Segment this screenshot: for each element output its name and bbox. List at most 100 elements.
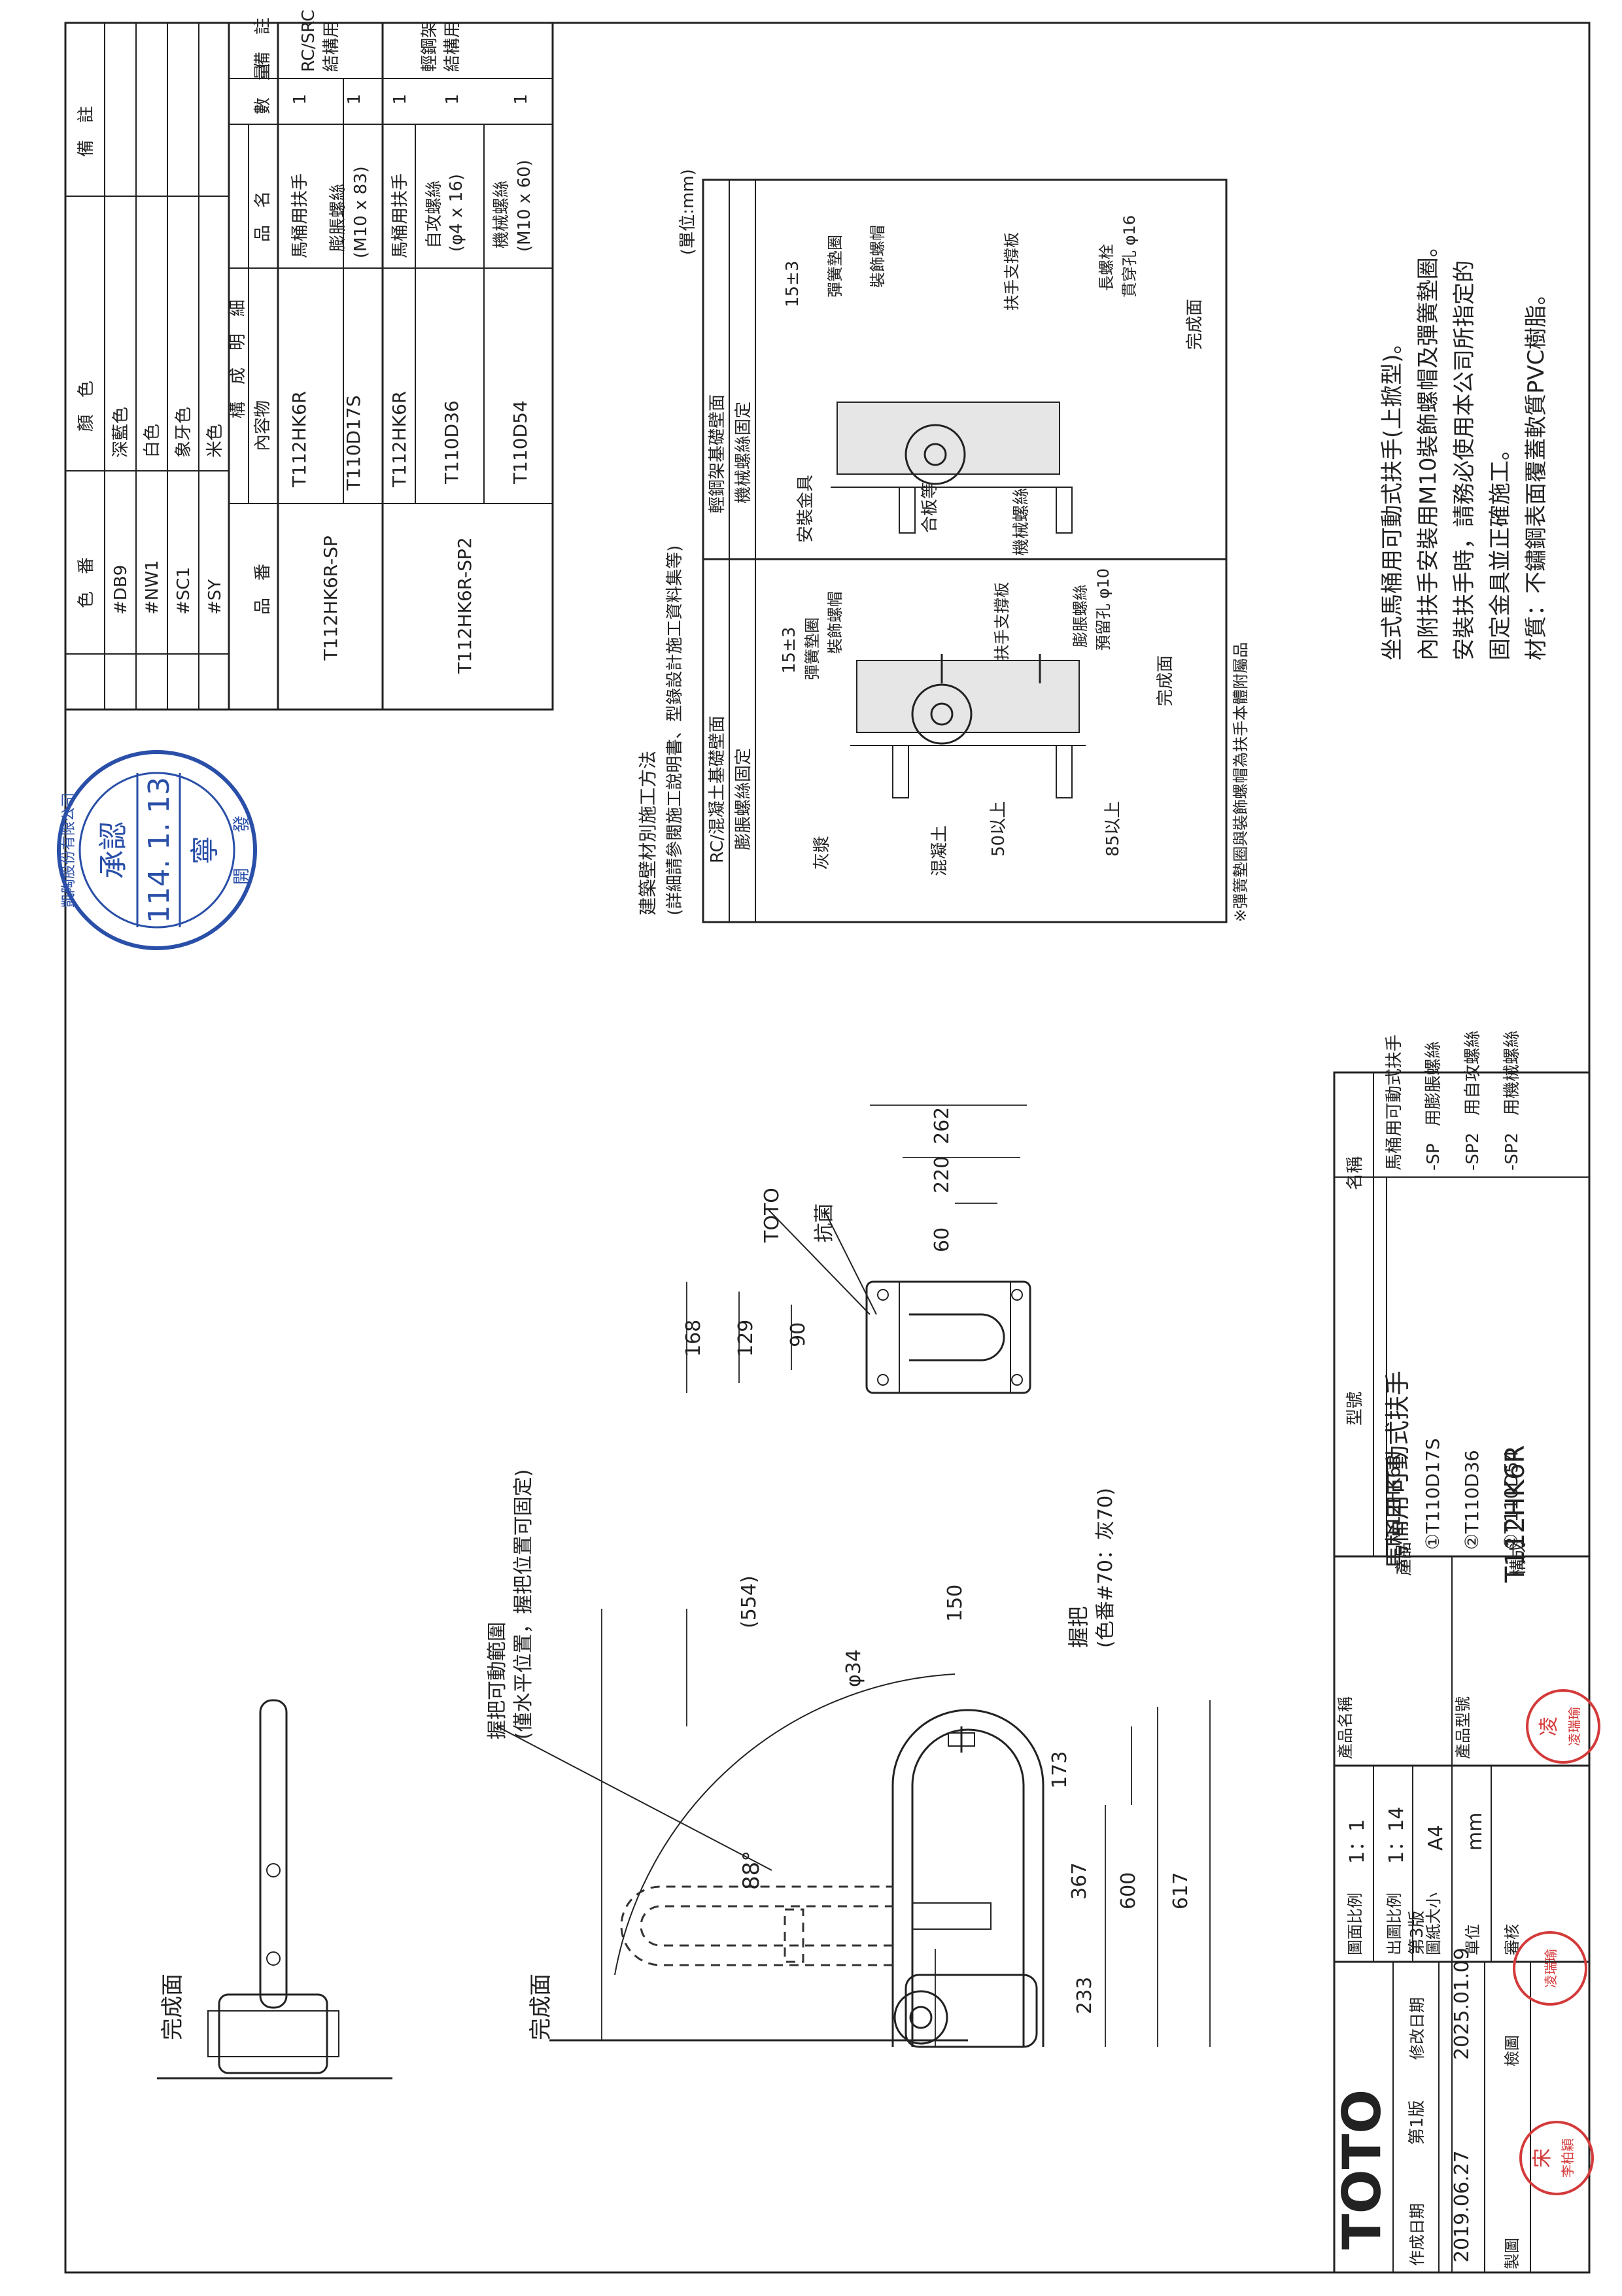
base-antibac: 抗菌 xyxy=(813,1203,836,1242)
parts-qty-5: 1 xyxy=(511,94,531,105)
comp-model-1: T112HK6R xyxy=(1383,1454,1404,1551)
comp-model-4: ②T110D54 xyxy=(1500,1450,1522,1550)
base-168: 168 xyxy=(682,1320,705,1357)
base-toto: TOTO xyxy=(761,1188,784,1243)
comp-model-3: ②T110D36 xyxy=(1461,1450,1483,1550)
product-name-label: 產品名稱 xyxy=(1336,1696,1355,1759)
rc-label-15: 15±3 xyxy=(780,627,799,674)
steel-method: 機械螺絲固定 xyxy=(734,402,753,504)
install-subtitle: (詳細請參閱施工說明書、型錄設計施工資料集等) xyxy=(665,545,685,916)
comp-parts-label: 構成 xyxy=(1509,1542,1528,1576)
rc-label-nut: 裝飾螺帽 xyxy=(826,591,844,654)
revised-ver: 第3版 xyxy=(1407,1910,1427,1955)
install-box xyxy=(702,179,1228,923)
rc-label-finish: 完成面 xyxy=(1156,655,1175,706)
parts-qty-2: 1 xyxy=(345,94,364,105)
side-view: 完成面 xyxy=(157,1699,392,2080)
parts-qty-3: 1 xyxy=(390,94,410,105)
product-model-label: 產品型號 xyxy=(1454,1696,1472,1759)
parts-th-model: 品 番 xyxy=(253,564,273,615)
tables-region: 色 番 顏 色 備 註 #DB9 深藍色 #NW1 白色 #SC1 象牙色 #S… xyxy=(64,10,554,711)
comp-name-3: -SP2 用自攻螺絲 xyxy=(1463,1031,1483,1171)
color-name-4: 米色 xyxy=(205,424,225,458)
color-code-4: #SY xyxy=(205,579,225,615)
stamp-top-word: 凌 xyxy=(1538,1717,1561,1736)
out-scale-value: 1：14 xyxy=(1385,1807,1408,1864)
color-code-1: #DB9 xyxy=(111,565,131,615)
dim-233: 233 xyxy=(1073,1977,1096,2014)
steel-detail: 輕鋼架基礎壁面 機械螺絲固定 安裝金具 合板等 機械螺絲 完成面 15±3 彈簧… xyxy=(708,215,1205,556)
make-label: 製圖 xyxy=(1503,2238,1521,2269)
stamp-date: 114. 1. 13 xyxy=(143,777,176,923)
stamp-top-name: 凌瑞瑜 xyxy=(1566,1707,1582,1746)
rc-label-concrete: 混凝土 xyxy=(930,825,950,876)
dim-554: (554) xyxy=(738,1575,761,1628)
grip-label: 握把 xyxy=(1066,1606,1091,1648)
product-name: 馬桶用可動式扶手 xyxy=(1383,1371,1412,1569)
unit-value: mm xyxy=(1464,1813,1487,1851)
parts-spec-5: (M10 x 60) xyxy=(515,160,534,252)
parts-th-note: 備 註 xyxy=(253,18,273,69)
paper-label: 圖紙大小 xyxy=(1424,1893,1443,1955)
parts-th-qty: 數 量 xyxy=(253,63,273,114)
front-view: 完成面 握把可動範圍 (僅水平位置，握把位置可固定) 88° 握把 (色番#70… xyxy=(486,1469,1211,2048)
stamp-person: 寧 xyxy=(188,836,222,865)
approval-stamp: 凱陶股份有限公司 承認 114. 1. 13 寧 開 發 xyxy=(57,750,257,950)
rc-label-mortar: 灰漿 xyxy=(812,836,832,870)
steel-label-washer: 彈簧墊圈 xyxy=(826,235,844,298)
parts-name-3: 馬桶用扶手 xyxy=(390,173,410,258)
scale-label: 圖面比例 xyxy=(1346,1893,1364,1955)
parts-code-1: T112HK6R xyxy=(288,391,310,488)
parts-code-2: T110D17S xyxy=(343,395,364,491)
color-th-code: 色 番 xyxy=(77,557,96,608)
scale-value: 1：1 xyxy=(1346,1819,1369,1864)
steel-label-hole: 貫穿孔 φ16 xyxy=(1120,215,1139,298)
parts-th-name: 品 名 xyxy=(253,191,273,242)
rc-label-50: 50以上 xyxy=(989,801,1009,857)
parts-spec-4: (φ4 x 16) xyxy=(447,174,466,252)
range-label: 握把可動範圍 xyxy=(486,1622,509,1739)
install-footnote: ※彈簧墊圈與裝飾螺帽為扶手本體附屬品 xyxy=(1232,642,1250,922)
color-code-2: #NW1 xyxy=(143,560,162,615)
color-table: 色 番 顏 色 備 註 #DB9 深藍色 #NW1 白色 #SC1 象牙色 #S… xyxy=(77,106,225,615)
note-3: 安裝扶手時，請務必使用本公司所指定的 xyxy=(1451,260,1477,660)
signer-stamp-bottom: 宋 李柏穎 xyxy=(1519,2121,1594,2195)
parts-note-sp: RC/SRC xyxy=(299,10,319,72)
base-90: 90 xyxy=(787,1322,810,1347)
base-60: 60 xyxy=(931,1227,954,1252)
color-th-name: 顏 色 xyxy=(77,381,96,432)
product-model: T112HK6R xyxy=(1500,1445,1530,1583)
revised-date: 2025.01.09 xyxy=(1451,1947,1474,2060)
base-262: 262 xyxy=(931,1107,954,1144)
signer-stamp-mid: 凌瑞瑜 xyxy=(1513,1931,1587,2006)
parts-name-1: 馬桶用扶手 xyxy=(290,173,310,258)
parts-name-5: 機械螺絲 xyxy=(492,180,511,248)
color-name-2: 白色 xyxy=(143,424,162,458)
color-code-3: #SC1 xyxy=(174,567,194,615)
comp-name-2: -SP 用膨脹螺絲 xyxy=(1424,1041,1443,1171)
steel-label-finish: 完成面 xyxy=(1185,299,1205,350)
comp-name-label: 名稱 xyxy=(1345,1156,1365,1190)
parts-th-content: 內容物 xyxy=(253,400,273,451)
created-date: 2019.06.27 xyxy=(1451,2150,1474,2263)
dim-617: 617 xyxy=(1169,1872,1192,1910)
parts-qty-1: 1 xyxy=(290,94,310,105)
parts-note2-sp: 結構用 xyxy=(322,21,341,72)
comp-name-4: -SP2 用機械螺絲 xyxy=(1502,1031,1522,1171)
created-label: 作成日期 xyxy=(1408,2203,1426,2266)
parts-spec-2: (M10 x 83) xyxy=(351,166,371,258)
stamp-mid-name: 凌瑞瑜 xyxy=(1543,1949,1559,1988)
rc-label-washer: 彈簧墊圈 xyxy=(803,617,821,680)
steel-label-fitting: 安裝金具 xyxy=(796,475,816,543)
parts-section-label: 構 成 明 細 xyxy=(228,300,248,419)
color-name-3: 象牙色 xyxy=(174,407,194,458)
stamp-r2: 發 xyxy=(232,815,252,832)
front-view-finish: 完成面 xyxy=(528,1974,554,2040)
note-2: 內附扶手安裝用M10裝飾螺帽及彈簧墊圈。 xyxy=(1415,235,1441,660)
parts-model-sp: T112HK6R-SP xyxy=(320,536,341,661)
parts-note-sp2: 輕鋼架 xyxy=(420,21,440,72)
install-unit: (單位:mm) xyxy=(678,169,698,255)
dim-173: 173 xyxy=(1048,1751,1071,1789)
